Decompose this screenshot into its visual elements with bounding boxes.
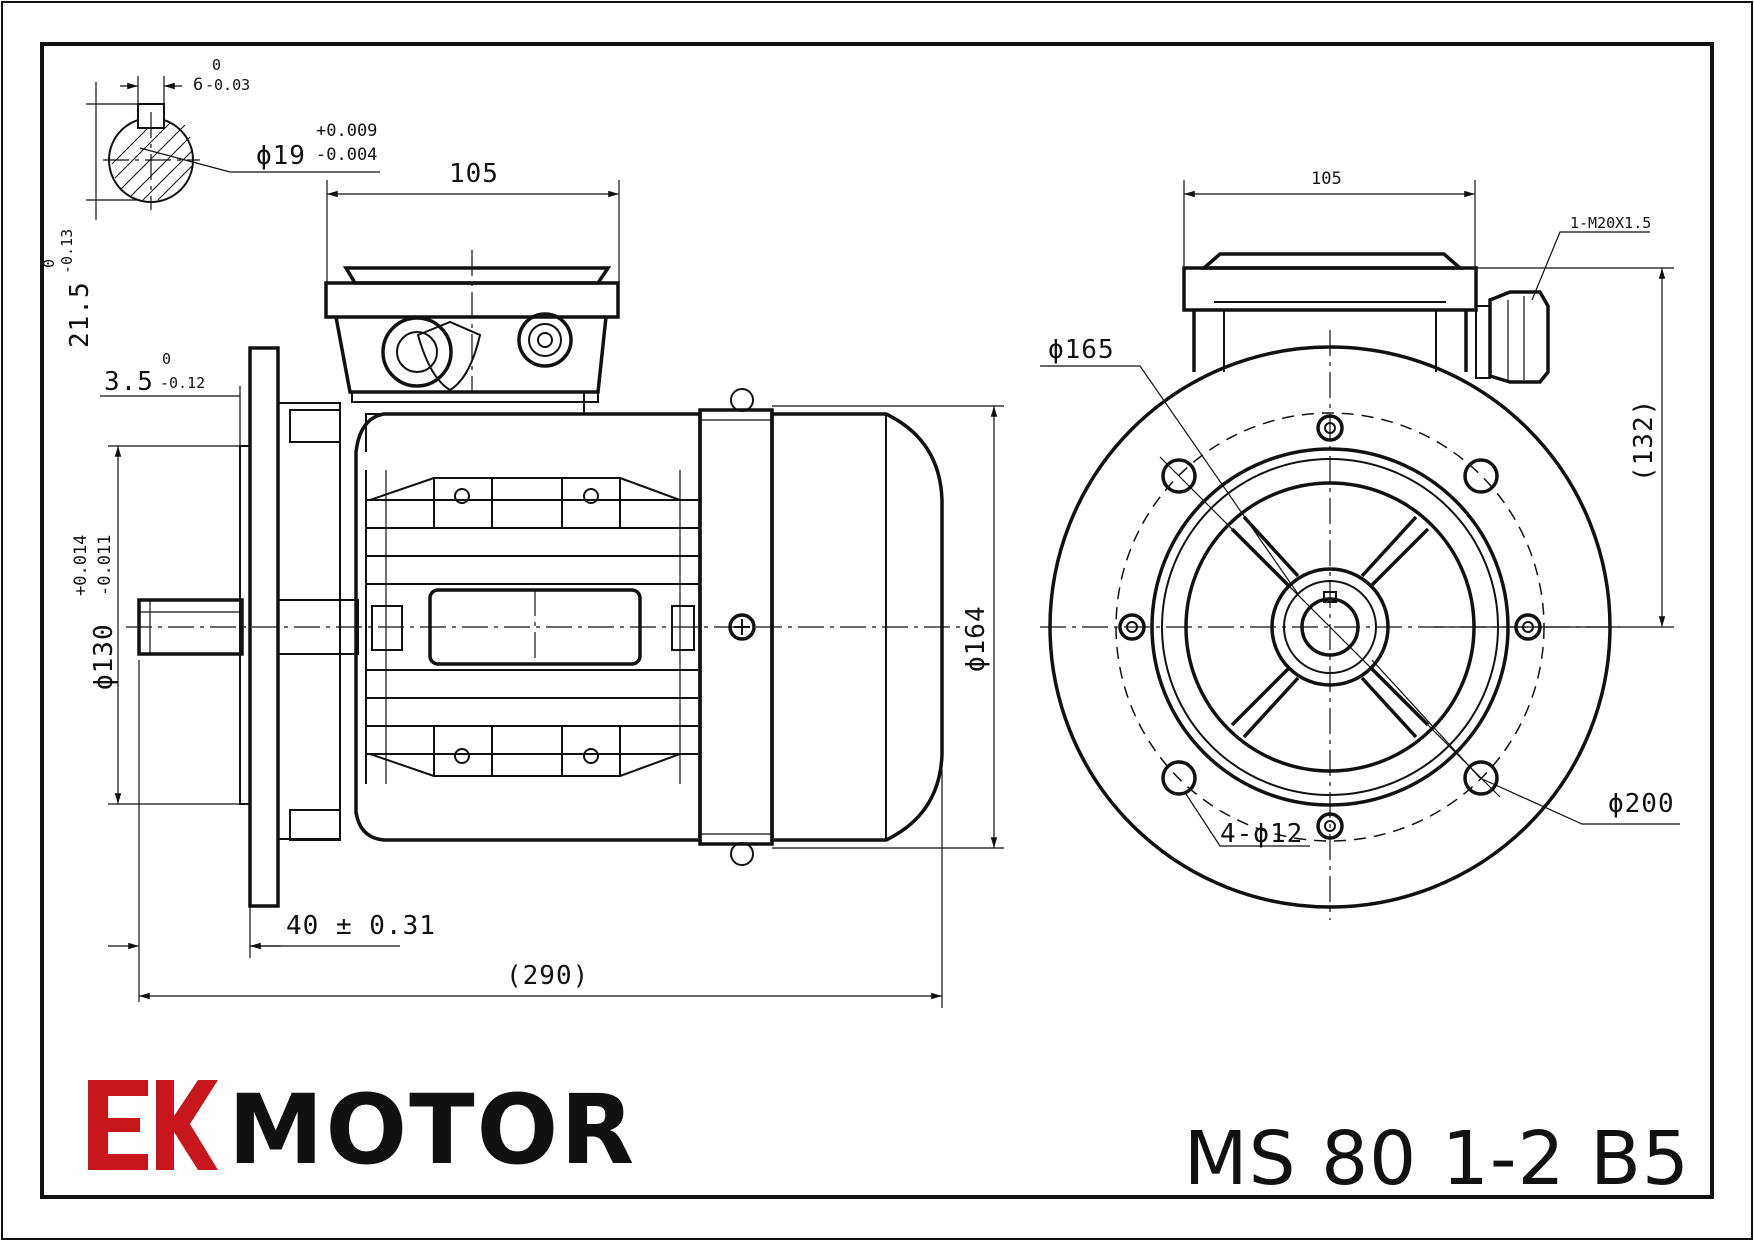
logo-mark bbox=[88, 1080, 218, 1170]
key-width-tol-lower: -0.03 bbox=[205, 76, 250, 94]
mounting-holes-label: 4-ϕ12 bbox=[1220, 819, 1303, 849]
shaft-diameter-label: ϕ19 bbox=[256, 141, 306, 171]
drawing-frame bbox=[40, 42, 1714, 1199]
key-height-label: 21.5 bbox=[65, 281, 95, 348]
model-number: MS 80 1-2 B5 bbox=[1184, 1116, 1690, 1202]
end-terminal-box-width-label: 105 bbox=[1311, 169, 1342, 189]
brand-logo: MOTOR bbox=[88, 1074, 636, 1186]
flange-offset-label: 3.5 bbox=[104, 367, 154, 397]
flange-offset-tol-upper: 0 bbox=[162, 350, 171, 368]
shaft-section-detail bbox=[86, 76, 380, 220]
side-view: 6 0 -0.03 ϕ19 +0.009 -0.004 21.5 0 -0.13… bbox=[40, 56, 1004, 1008]
terminal-box-width-label: 105 bbox=[449, 159, 499, 189]
spigot-diameter-tol-upper: +0.014 bbox=[71, 535, 91, 596]
end-view: 105 1-M20X1.5 (132) bbox=[1040, 169, 1680, 920]
flange-outer-diameter-label: ϕ165 bbox=[1048, 335, 1115, 365]
shaft-diameter-tol-upper: +0.009 bbox=[316, 121, 377, 141]
overall-length-label: (290) bbox=[506, 961, 589, 991]
cable-gland-label: 1-M20X1.5 bbox=[1570, 214, 1651, 232]
body-diameter-label: ϕ164 bbox=[961, 605, 991, 672]
pcd-label: ϕ200 bbox=[1608, 789, 1675, 819]
key-height-tol-upper: 0 bbox=[40, 259, 58, 268]
spigot-diameter-label: ϕ130 bbox=[89, 623, 119, 690]
flange-offset-tol-lower: -0.12 bbox=[160, 374, 205, 392]
key-width-tol-upper: 0 bbox=[212, 56, 221, 74]
shaft-diameter-tol-lower: -0.004 bbox=[316, 145, 377, 165]
shaft-length-label: 40 ± 0.31 bbox=[286, 911, 436, 941]
key-width-label: 6 bbox=[193, 75, 203, 95]
brand-name: MOTOR bbox=[228, 1074, 636, 1186]
key-height-tol-lower: -0.13 bbox=[58, 229, 76, 274]
shaft-height-label: (132) bbox=[1629, 399, 1659, 482]
spigot-diameter-tol-lower: -0.011 bbox=[95, 535, 115, 596]
